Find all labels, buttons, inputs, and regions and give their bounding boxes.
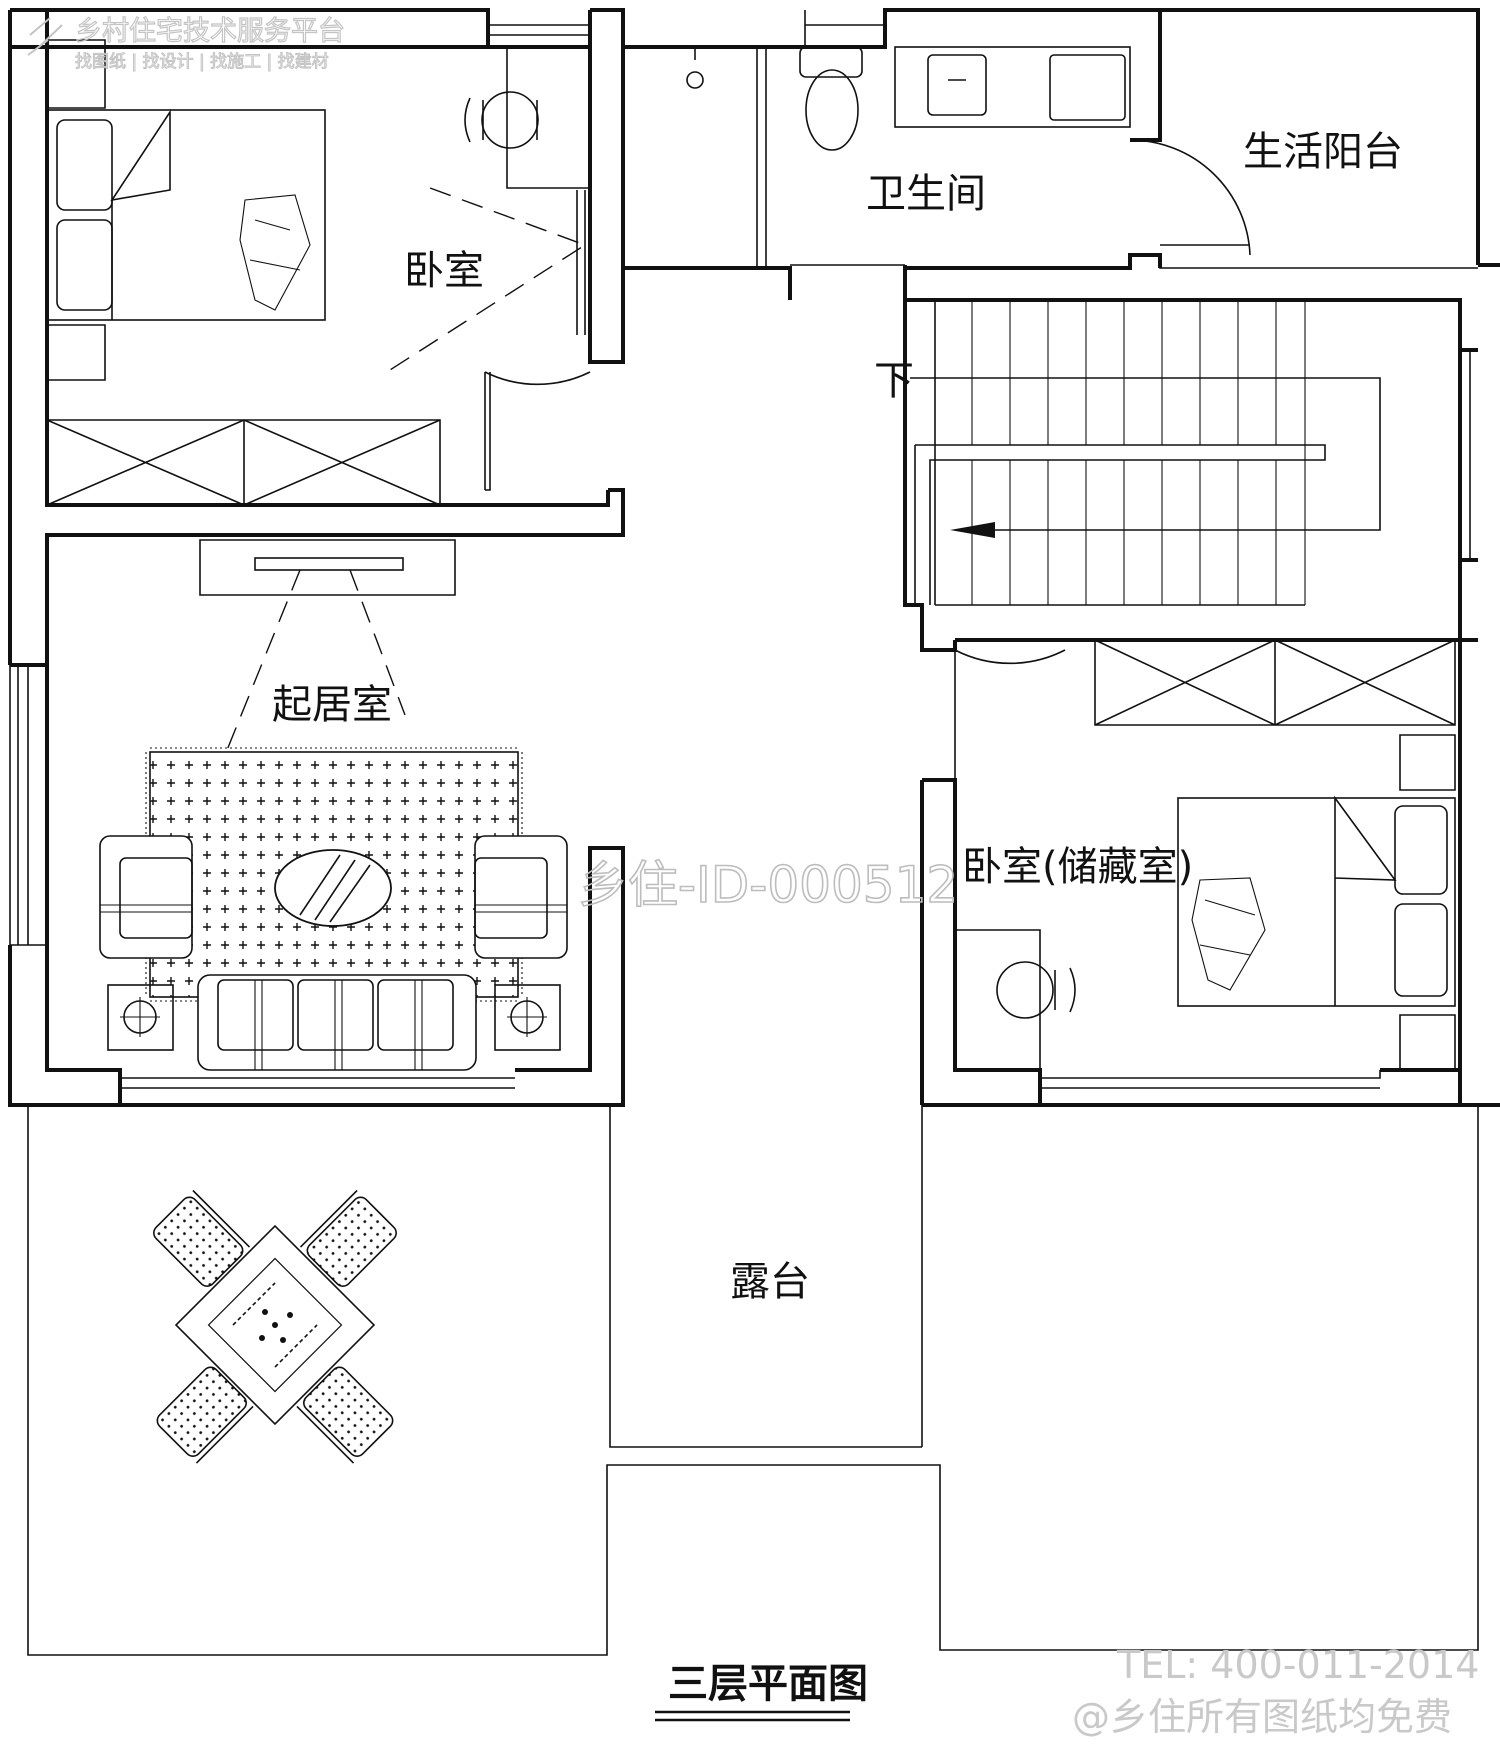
service-balcony-area xyxy=(1159,255,1478,269)
watermark-menu: 找图纸 | 找设计 | 找施工 | 找建材 xyxy=(75,52,329,72)
stair-direction-label: 下 xyxy=(874,358,914,404)
bed-storage xyxy=(1177,795,1456,1007)
label-bedroom-storage: 卧室(储藏室) xyxy=(962,844,1193,890)
bathroom-walls xyxy=(621,8,1478,352)
exterior-walls xyxy=(8,8,1500,1656)
label-bathroom: 卫生间 xyxy=(866,171,986,217)
watermark-id: 乡住-ID-000512 xyxy=(578,856,958,914)
watermark-phone: TEL: 400-011-2014 xyxy=(1116,1643,1479,1687)
top-left-logo-icon xyxy=(27,17,63,56)
armchair-right xyxy=(474,835,568,959)
desk-chair-main xyxy=(464,91,539,149)
bed-main xyxy=(46,109,326,321)
watermark-free-note: @乡住所有图纸均免费 xyxy=(1072,1695,1452,1739)
sofa xyxy=(197,974,477,1071)
terrace-table-set xyxy=(153,1189,397,1464)
label-bedroom-main: 卧室 xyxy=(404,248,484,294)
label-terrace: 露台 xyxy=(730,1259,810,1305)
door-main-swing xyxy=(484,371,591,491)
plan-title: 三层平面图 xyxy=(668,1661,868,1707)
side-tables xyxy=(107,984,561,1051)
stair xyxy=(903,300,1478,652)
desk-chair-storage xyxy=(996,961,1076,1019)
watermark-brand: 乡村住宅技术服务平台 xyxy=(75,16,345,47)
bedroom-storage-walls xyxy=(920,638,1462,1105)
label-service-balcony: 生活阳台 xyxy=(1243,129,1403,175)
bedroom-main-walls xyxy=(10,8,625,667)
label-living-room: 起居室 xyxy=(272,682,392,728)
dashed-view-main xyxy=(389,187,587,371)
coffee-table xyxy=(274,849,392,927)
armchair-left xyxy=(99,835,193,959)
plan-title-underline xyxy=(655,1710,850,1722)
living-room-walls xyxy=(45,535,625,1105)
